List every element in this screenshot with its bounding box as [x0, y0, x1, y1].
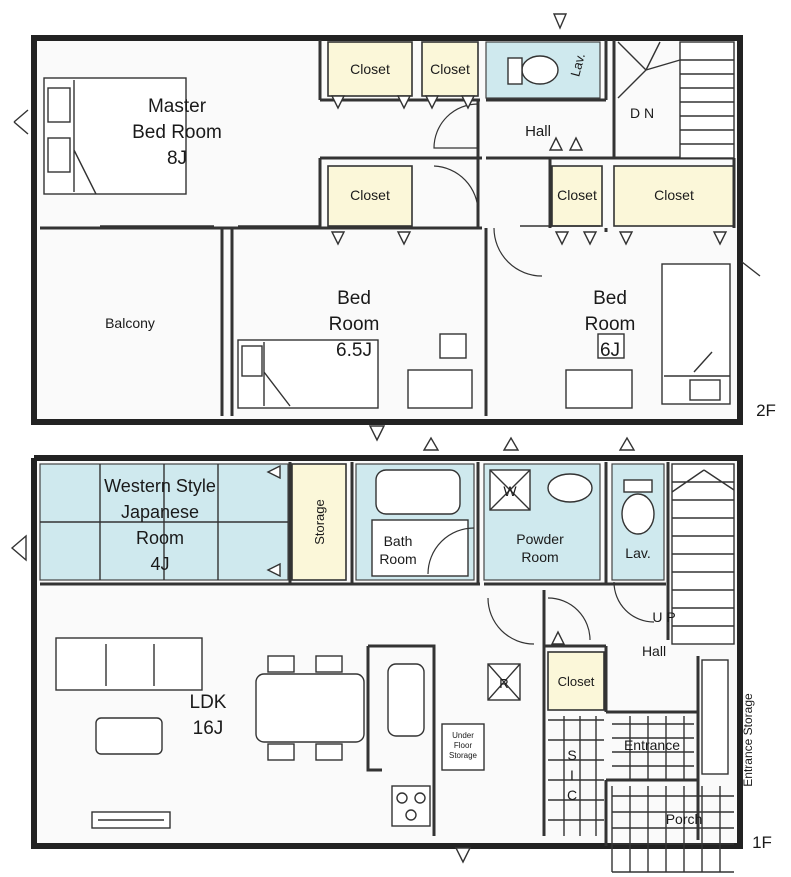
hall-label-2f: Hall [525, 123, 551, 140]
western-room-label-1: Western Style [104, 476, 216, 496]
entrance-storage-label: Entrance Storage [741, 693, 755, 787]
underfloor-label-3: Storage [449, 751, 478, 760]
windows-2f [13, 109, 761, 277]
closet-label-2f-3: Closet [350, 187, 390, 203]
first-floor: Western Style Japanese Room 4J Storage B… [10, 436, 772, 873]
underfloor-storage [441, 723, 485, 771]
bathtub [375, 469, 461, 515]
floor-label-1f: 1F [752, 833, 772, 852]
sic-label-i: I [570, 767, 574, 783]
bed-master [43, 77, 187, 195]
closet-2f-5 [613, 165, 735, 227]
master-bedroom-label: Master [148, 96, 207, 117]
bedroom-b-label: Bed [593, 288, 627, 309]
ldk-size: 16J [193, 718, 224, 739]
stair-2f [617, 41, 735, 159]
bedroom-a-size: 6.5J [336, 340, 372, 361]
western-room-label-3: Room [136, 528, 184, 548]
porch-tiles [611, 786, 734, 873]
stair-1f [671, 463, 735, 645]
closet-label-2f-5: Closet [654, 187, 694, 203]
closet-2f-1 [327, 41, 413, 97]
kitchen-counter [366, 644, 436, 836]
bed-room-a [237, 333, 473, 409]
entrance-storage-unit [701, 659, 729, 775]
toilet-tank-1f [623, 479, 653, 493]
first-floor-interior-walls [40, 462, 700, 846]
closet-label-1f: Closet [558, 674, 595, 689]
dining-set [255, 655, 365, 761]
tatami-lines [40, 464, 288, 580]
floor-label-2f: 2F [756, 401, 776, 420]
second-floor: Master Bed Room 8J Closet Closet Closet … [13, 13, 776, 442]
toilet-2f [521, 55, 559, 85]
closet-label-2f-1: Closet [350, 61, 390, 77]
washer-label: W [503, 483, 517, 499]
bedroom-b-label-2: Room [585, 314, 636, 335]
powder-room-label-2: Room [521, 549, 558, 565]
sic-floor [548, 716, 604, 836]
closet-label-2f-4: Closet [557, 187, 597, 203]
door-markers-2f [330, 13, 728, 442]
lav-label-2f: Lav. [567, 51, 588, 78]
western-room-label-2: Japanese [121, 502, 199, 522]
bath-floor [371, 519, 469, 577]
western-room-size: 4J [150, 554, 169, 574]
storage-label: Storage [312, 499, 327, 545]
door-markers-1f [10, 436, 636, 864]
second-floor-interior-walls [40, 40, 736, 416]
bed-room-b [565, 263, 731, 409]
closet-1f [547, 651, 605, 711]
fridge-label: R [499, 676, 508, 691]
stair-down-label: D N [630, 105, 654, 121]
living-furniture [55, 637, 203, 829]
closet-label-2f-2: Closet [430, 61, 470, 77]
second-floor-outer-wall [31, 35, 743, 425]
porch-label: Porch [666, 811, 703, 827]
first-floor-outer-wall [31, 455, 743, 849]
closet-2f-2 [421, 41, 479, 97]
storage-1f [291, 463, 347, 581]
toilet-tank-2f [507, 57, 523, 85]
stair-up-label: U P [652, 609, 675, 625]
balcony-label: Balcony [105, 315, 155, 331]
entrance-tiles [612, 716, 694, 780]
bedroom-b-size: 6J [600, 340, 620, 361]
entrance-label: Entrance [624, 737, 680, 753]
doors-1f [427, 527, 655, 645]
underfloor-label-1: Under [452, 731, 474, 740]
bedroom-a-label: Bed [337, 288, 371, 309]
hall-label-1f: Hall [642, 643, 666, 659]
powder-sink [547, 473, 593, 503]
sic-label-s: S [567, 747, 576, 763]
ldk-label: LDK [190, 692, 227, 713]
master-bedroom-label-2: Bed Room [132, 122, 222, 143]
bedroom-a-label-2: Room [329, 314, 380, 335]
toilet-1f [621, 493, 655, 535]
closet-2f-3 [327, 165, 413, 227]
underfloor-label-2: Floor [454, 741, 473, 750]
master-bedroom-size: 8J [167, 148, 187, 169]
lav-label-1f: Lav. [625, 545, 650, 561]
bath-room-label-1: Bath [384, 533, 413, 549]
powder-room-label-1: Powder [516, 531, 564, 547]
sic-label-c: C [567, 787, 577, 803]
bath-room-label-2: Room [379, 551, 416, 567]
